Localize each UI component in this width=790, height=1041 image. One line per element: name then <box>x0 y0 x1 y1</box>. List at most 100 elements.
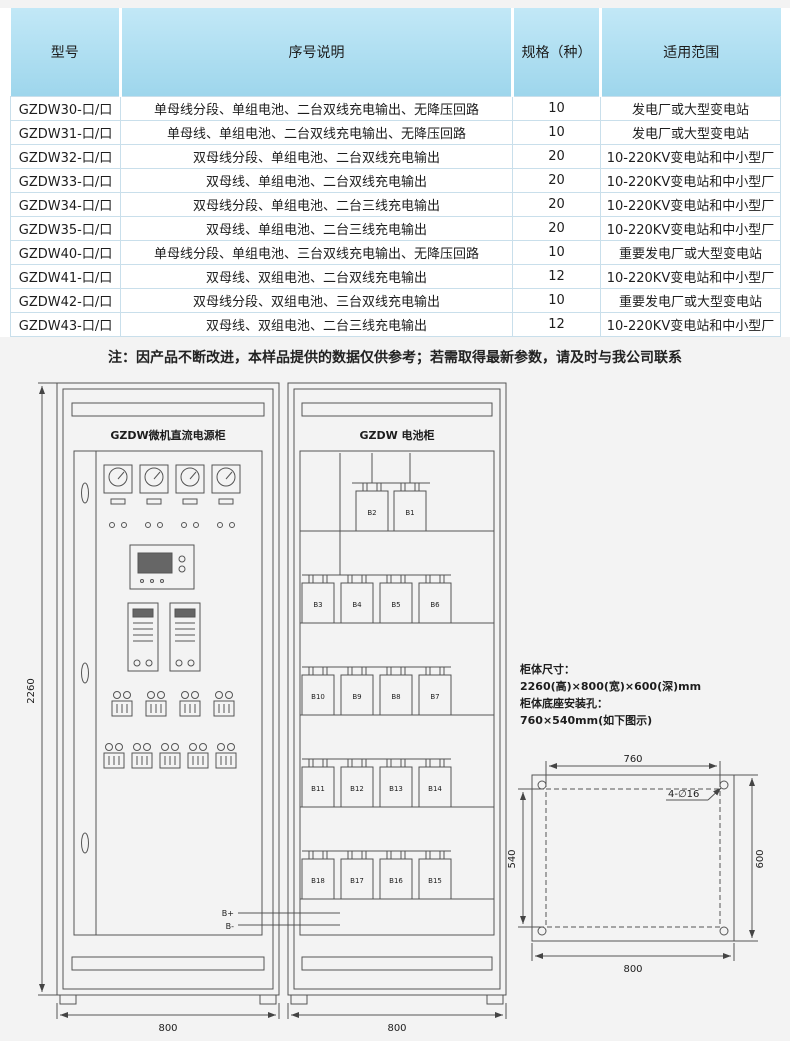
battery-row: B10 B9 B8 B7 <box>301 666 452 715</box>
dimension-label-height: 2260 <box>26 678 37 703</box>
spec-table: 型号 序号说明 规格（种） 适用范围 GZDW30-口/口 单母线分段、单组电池… <box>10 8 781 337</box>
cell-application: 重要发电厂或大型变电站 <box>600 287 781 313</box>
battery-label: B8 <box>391 693 400 701</box>
battery-label: B16 <box>389 877 403 885</box>
disclaimer-note: 注：因产品不断改进，本样品提供的数据仅供参考；若需取得最新参数，请及时与我公司联… <box>108 349 682 366</box>
battery-label: B18 <box>311 877 325 885</box>
right-cabinet-title: GZDW 电池柜 <box>359 428 434 442</box>
battery-label: B12 <box>350 785 364 793</box>
left-width-dimension: 800 <box>56 1002 280 1034</box>
battery-label: B1 <box>405 509 414 517</box>
cell-spec-count: 12 <box>512 311 601 337</box>
battery-label: B9 <box>352 693 361 701</box>
height-dimension: 2260 <box>26 382 57 995</box>
cell-model: GZDW31-口/口 <box>10 119 121 145</box>
cabinet-foot <box>486 994 504 1004</box>
battery-label: B10 <box>311 693 325 701</box>
cell-model: GZDW40-口/口 <box>10 239 121 265</box>
mount-hole <box>537 926 547 935</box>
col-header-spec-count: 规格（种） <box>511 8 601 96</box>
cell-spec-count: 10 <box>512 287 601 313</box>
breaker-row-2 <box>103 742 237 768</box>
cell-model: GZDW35-口/口 <box>10 215 121 241</box>
cell-model: GZDW34-口/口 <box>10 191 121 217</box>
battery-label: B3 <box>313 601 322 609</box>
table-row: GZDW40-口/口 单母线分段、单组电池、三台双线充电输出、无降压回路 10 … <box>10 239 781 265</box>
cell-description: 单母线、单组电池、二台双线充电输出、无降压回路 <box>120 119 513 145</box>
cabinet-foot <box>59 994 77 1004</box>
cell-description: 双母线、单组电池、二台双线充电输出 <box>120 167 513 193</box>
left-cabinet-title: GZDW微机直流电源柜 <box>110 428 225 442</box>
cell-model: GZDW30-口/口 <box>10 95 121 121</box>
table-row: GZDW34-口/口 双母线分段、单组电池、二台三线充电输出 20 10-220… <box>10 191 781 217</box>
power-cabinet: GZDW微机直流电源柜 <box>56 382 280 1004</box>
battery-row: B3 B4 B5 B6 <box>301 574 452 623</box>
cell-spec-count: 20 <box>512 143 601 169</box>
cell-description: 双母线、单组电池、二台三线充电输出 <box>120 215 513 241</box>
cell-application: 10-220KV变电站和中小型厂 <box>600 191 781 217</box>
bus-positive-label: B+ <box>222 909 234 918</box>
table-row: GZDW43-口/口 双母线、双组电池、二台三线充电输出 12 10-220KV… <box>10 311 781 337</box>
dimension-label-mount-left: 540 <box>507 849 518 868</box>
cell-description: 双母线、双组电池、二台双线充电输出 <box>120 263 513 289</box>
cell-application: 重要发电厂或大型变电站 <box>600 239 781 265</box>
cell-application: 10-220KV变电站和中小型厂 <box>600 215 781 241</box>
cell-model: GZDW33-口/口 <box>10 167 121 193</box>
battery-cabinet: GZDW 电池柜 B2 <box>222 382 507 1004</box>
mount-hole <box>719 780 729 789</box>
cell-description: 双母线分段、单组电池、二台双线充电输出 <box>120 143 513 169</box>
cell-spec-count: 10 <box>512 119 601 145</box>
bus-negative-label: B- <box>226 922 234 931</box>
spec-table-section: 型号 序号说明 规格（种） 适用范围 GZDW30-口/口 单母线分段、单组电池… <box>0 8 790 337</box>
cell-model: GZDW43-口/口 <box>10 311 121 337</box>
cell-spec-count: 20 <box>512 191 601 217</box>
dimension-label-mount-top: 760 <box>623 754 642 765</box>
battery-label: B14 <box>428 785 442 793</box>
cell-description: 双母线分段、双组电池、三台双线充电输出 <box>120 287 513 313</box>
col-header-description: 序号说明 <box>119 8 513 96</box>
battery-label: B7 <box>430 693 439 701</box>
cell-application: 发电厂或大型变电站 <box>600 119 781 145</box>
cell-application: 10-220KV变电站和中小型厂 <box>600 263 781 289</box>
table-row: GZDW30-口/口 单母线分段、单组电池、二台双线充电输出、无降压回路 10 … <box>10 95 781 121</box>
cell-model: GZDW41-口/口 <box>10 263 121 289</box>
battery-label: B5 <box>391 601 400 609</box>
cabinet-diagram-section: GZDW微机直流电源柜 <box>0 373 790 1041</box>
table-row: GZDW32-口/口 双母线分段、单组电池、二台双线充电输出 20 10-220… <box>10 143 781 169</box>
vent-grille-bottom <box>301 956 493 970</box>
dimension-label-mount-right: 600 <box>755 849 766 868</box>
monitor-module <box>129 544 195 589</box>
dimension-label-left-width: 800 <box>158 1023 177 1034</box>
mount-hole <box>719 926 729 935</box>
door-handles <box>81 482 89 853</box>
table-row: GZDW42-口/口 双母线分段、双组电池、三台双线充电输出 10 重要发电厂或… <box>10 287 781 313</box>
cell-application: 10-220KV变电站和中小型厂 <box>600 143 781 169</box>
cell-spec-count: 20 <box>512 167 601 193</box>
cell-spec-count: 10 <box>512 95 601 121</box>
spec-table-header: 型号 序号说明 规格（种） 适用范围 <box>10 8 781 96</box>
cabinet-foot <box>259 994 277 1004</box>
cell-application: 发电厂或大型变电站 <box>600 95 781 121</box>
panel-meters <box>103 464 241 504</box>
cell-model: GZDW32-口/口 <box>10 143 121 169</box>
cabinet-spec-text: 柜体尺寸： 2260(高)×800(宽)×600(深)mm 柜体底座安装孔： 7… <box>519 662 701 727</box>
battery-label: B13 <box>389 785 403 793</box>
battery-row: B2 B1 <box>352 482 430 531</box>
spec-line: 760×540mm(如下图示) <box>520 713 652 727</box>
battery-label: B6 <box>430 601 440 609</box>
mounting-base-diagram: 4-∅16 760 540 600 <box>507 754 766 975</box>
cell-application: 10-220KV变电站和中小型厂 <box>600 311 781 337</box>
spec-line: 柜体底座安装孔： <box>519 696 608 710</box>
cell-application: 10-220KV变电站和中小型厂 <box>600 167 781 193</box>
cell-spec-count: 20 <box>512 215 601 241</box>
spec-line: 柜体尺寸： <box>519 662 575 676</box>
mount-hole <box>537 780 547 789</box>
charger-modules <box>127 602 201 671</box>
dimension-label-mount-bottom: 800 <box>623 964 642 975</box>
battery-row: B18 B17 B16 B15 <box>301 850 452 899</box>
battery-label: B15 <box>428 877 442 885</box>
cell-description: 双母线、双组电池、二台三线充电输出 <box>120 311 513 337</box>
hole-callout-label: 4-∅16 <box>668 789 699 800</box>
table-row: GZDW31-口/口 单母线、单组电池、二台双线充电输出、无降压回路 10 发电… <box>10 119 781 145</box>
spec-line: 2260(高)×800(宽)×600(深)mm <box>520 679 701 693</box>
